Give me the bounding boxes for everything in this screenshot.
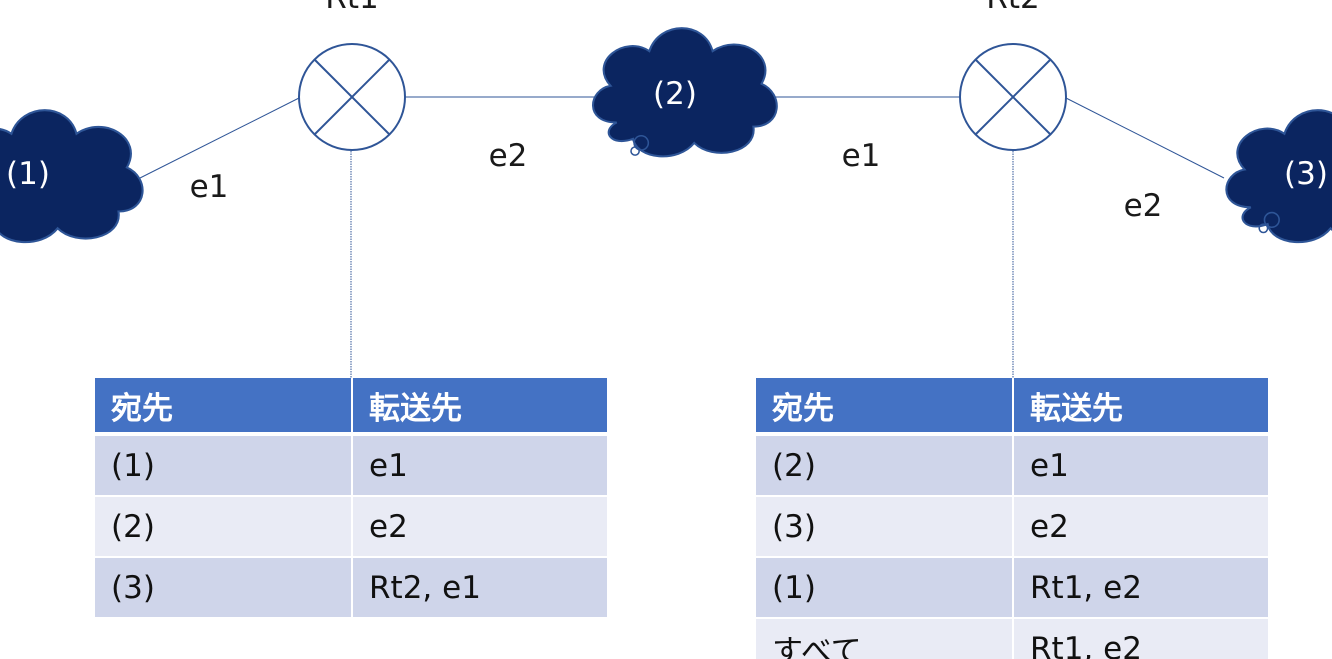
rt1-interface-e2-label: e2 <box>489 138 528 174</box>
destination-cell: (3) <box>756 496 1012 557</box>
table-row: (1) e1 <box>95 435 607 496</box>
next-hop-cell: Rt2, e1 <box>351 557 607 618</box>
destination-cell: (1) <box>756 557 1012 618</box>
destination-cell: (1) <box>95 435 351 496</box>
links <box>139 96 1225 378</box>
table-row: すべて Rt1, e2 <box>756 618 1268 659</box>
next-hop-cell: Rt1, e2 <box>1012 618 1268 659</box>
link-rt2-net3 <box>1065 97 1225 179</box>
table-header-row: 宛先 転送先 <box>756 378 1268 435</box>
destination-cell: (3) <box>95 557 351 618</box>
link-net1-rt1 <box>139 97 300 179</box>
rt1-routing-table: 宛先 転送先 (1) e1 (2) e2 (3) Rt2, e1 <box>95 378 607 618</box>
next-hop-cell: e2 <box>1012 496 1268 557</box>
rt2-interface-e1-label: e1 <box>842 138 881 174</box>
destination-cell: (2) <box>95 496 351 557</box>
table-row: (3) e2 <box>756 496 1268 557</box>
table-row: (3) Rt2, e1 <box>95 557 607 618</box>
header-next-hop: 転送先 <box>351 378 607 435</box>
router-icon <box>298 43 406 151</box>
next-hop-cell: e2 <box>351 496 607 557</box>
next-hop-cell: e1 <box>351 435 607 496</box>
table-row: (2) e2 <box>95 496 607 557</box>
rt2-routing-table: 宛先 転送先 (2) e1 (3) e2 (1) Rt1, e2 すべて Rt1… <box>756 378 1268 659</box>
cloud-icon <box>1225 109 1332 244</box>
router-icon <box>959 43 1067 151</box>
table-row: (1) Rt1, e2 <box>756 557 1268 618</box>
next-hop-cell: Rt1, e2 <box>1012 557 1268 618</box>
destination-cell: すべて <box>756 618 1012 659</box>
next-hop-cell: e1 <box>1012 435 1268 496</box>
header-destination: 宛先 <box>756 378 1012 435</box>
network-2-label: (2) <box>653 76 697 112</box>
header-destination: 宛先 <box>95 378 351 435</box>
destination-cell: (2) <box>756 435 1012 496</box>
network-1-label: (1) <box>6 156 50 192</box>
router-rt2-name: Rt2 <box>986 0 1039 16</box>
table-row: (2) e1 <box>756 435 1268 496</box>
router-rt1-name: Rt1 <box>325 0 378 16</box>
network-3-label: (3) <box>1284 156 1328 192</box>
cloud-icon <box>591 27 778 158</box>
rt1-interface-e1-label: e1 <box>190 169 229 205</box>
table-header-row: 宛先 転送先 <box>95 378 607 435</box>
rt2-interface-e2-label: e2 <box>1124 188 1163 224</box>
header-next-hop: 転送先 <box>1012 378 1268 435</box>
